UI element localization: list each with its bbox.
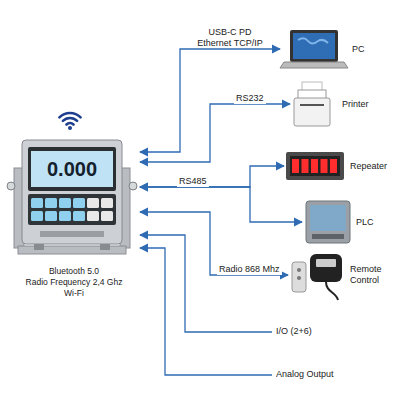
key — [73, 211, 85, 221]
display-bezel — [28, 147, 116, 191]
wifi-dot — [68, 126, 72, 130]
display-reading: 0.000 — [47, 158, 97, 180]
remote-control: Remote Control — [288, 248, 385, 302]
printer-device: Printer — [290, 80, 372, 128]
connector-line — [140, 166, 284, 187]
node-label: Repeater — [350, 161, 387, 172]
keypad-panel — [28, 194, 116, 225]
laptop-screen-frame — [290, 30, 338, 62]
device-label: Remote Control — [350, 264, 385, 286]
repeater-case — [286, 152, 344, 180]
io-label: I/O (2+6) — [276, 327, 312, 337]
remote-handset — [292, 262, 306, 292]
device-label: Printer — [342, 99, 369, 110]
laptop-icon — [280, 30, 348, 68]
wifi-arc — [59, 113, 80, 117]
caption-group: Bluetooth 5.0Radio Frequency 2,4 GhzWi-F… — [8, 266, 140, 299]
brand-strip — [40, 231, 104, 237]
key — [31, 211, 43, 221]
repeater-display: Repeater — [284, 150, 391, 182]
plc-icon — [306, 201, 350, 243]
key — [59, 211, 71, 221]
led-digit — [292, 159, 299, 173]
key — [101, 198, 113, 208]
node-label: Remote Control — [350, 264, 385, 286]
pc-device: PC — [280, 28, 368, 70]
key — [101, 211, 113, 221]
node-label: Printer — [342, 99, 369, 110]
interface-label: Radio 868 Mhz — [217, 264, 282, 275]
screen-map — [298, 38, 328, 43]
plc-screen — [310, 205, 346, 231]
indicator-illustration — [7, 140, 137, 254]
key — [59, 198, 71, 208]
connector-line — [140, 104, 290, 162]
weighing-indicator: Bluetooth 5.0Radio Frequency 2,4 GhzWi-F… — [8, 100, 140, 300]
wifi-icon — [59, 113, 80, 130]
laptop-screen — [293, 33, 335, 59]
stand-knob — [7, 182, 15, 190]
remote-button — [297, 268, 301, 272]
analog-output-label: Analog Output — [276, 370, 334, 380]
printer-icon — [294, 82, 330, 126]
indicator-body — [22, 140, 122, 244]
wifi-arc — [63, 118, 77, 121]
repeater-icon — [286, 152, 344, 180]
feature-text: Wi-Fi — [8, 288, 140, 299]
device-label: PLC — [356, 217, 374, 228]
key — [87, 198, 99, 208]
interface-label: RS485 — [177, 176, 209, 187]
interface-label: RS232 — [234, 93, 266, 104]
interface-label: USB-C PD Ethernet TCP/IP — [190, 27, 270, 48]
device-label: PC — [352, 44, 365, 55]
receiver-cable — [326, 282, 338, 300]
key — [45, 198, 57, 208]
stand-knob — [129, 182, 137, 190]
led-digit — [302, 159, 309, 173]
node-label: PC — [352, 44, 365, 55]
led-digit — [330, 159, 337, 173]
laptop-base — [280, 62, 348, 68]
led-digit — [321, 159, 328, 173]
receiver-label — [316, 259, 336, 267]
plc-case — [306, 201, 350, 243]
plc-device: PLC — [302, 198, 377, 246]
device-label: Repeater — [350, 161, 387, 172]
cable-gland — [100, 244, 110, 250]
node-label: PLC — [356, 217, 374, 228]
printer-body — [294, 98, 330, 126]
cable-gland — [34, 244, 44, 250]
key — [45, 211, 57, 221]
key — [73, 198, 85, 208]
remote-icon — [292, 254, 342, 300]
plc-strip — [312, 234, 344, 239]
connector-line — [140, 187, 302, 222]
key — [31, 198, 43, 208]
feature-text: Bluetooth 5.0 — [8, 266, 140, 277]
wifi-arc — [67, 123, 74, 124]
connector-line — [140, 212, 288, 275]
radio-receiver — [310, 254, 342, 282]
repeater-panel — [290, 156, 340, 176]
lcd-screen — [31, 151, 113, 187]
feature-text: Radio Frequency 2,4 Ghz — [8, 277, 140, 288]
key — [87, 211, 99, 221]
io-wire — [140, 235, 272, 332]
printer-slot — [300, 104, 324, 106]
remote-button — [297, 276, 301, 280]
led-digit — [311, 159, 318, 173]
